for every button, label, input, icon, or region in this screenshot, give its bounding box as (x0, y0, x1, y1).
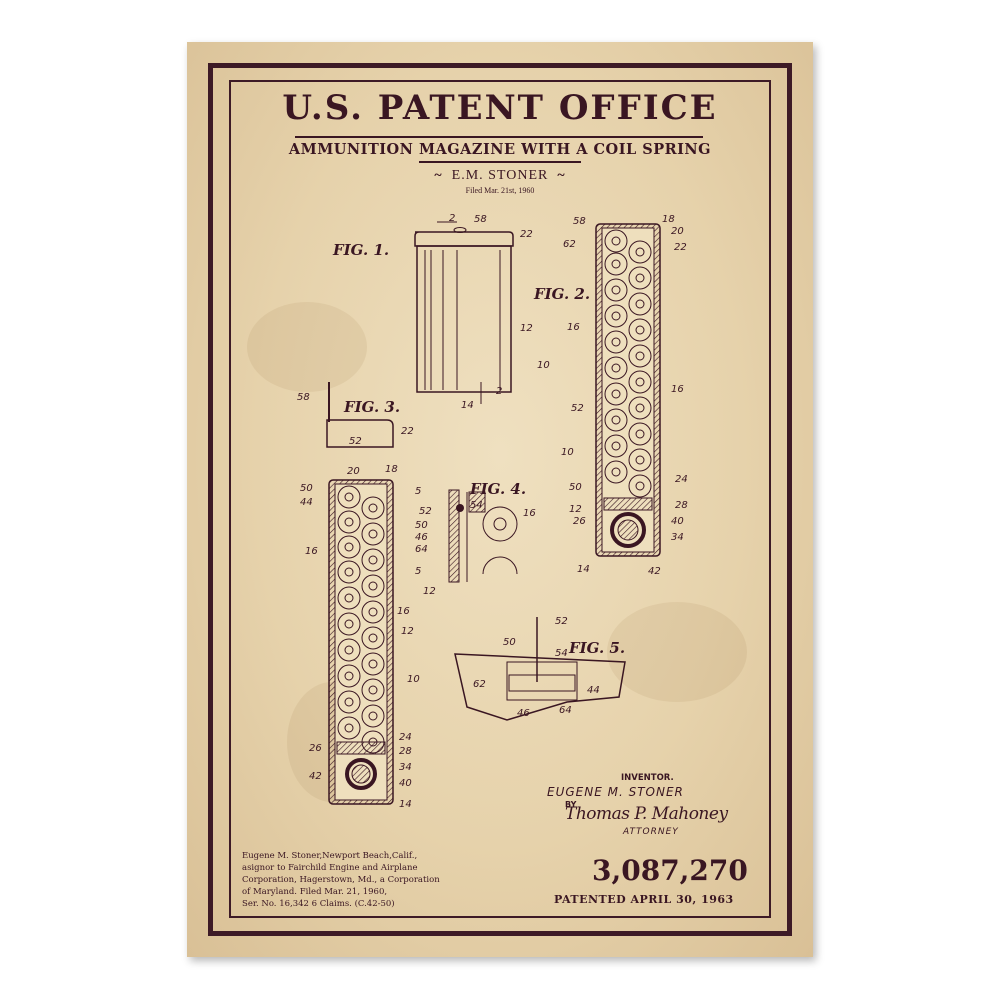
svg-text:34: 34 (399, 762, 412, 773)
attorney-signature: Thomas P. Mahoney (565, 804, 728, 824)
svg-text:10: 10 (537, 360, 550, 371)
svg-text:44: 44 (587, 685, 600, 696)
svg-text:52: 52 (349, 436, 362, 447)
ornament-right-icon: ~ (557, 168, 566, 183)
description-line: Ser. No. 16,342 6 Claims. (C.42-50) (242, 899, 395, 909)
title-divider (295, 136, 703, 138)
svg-text:58: 58 (474, 214, 487, 225)
svg-text:16: 16 (671, 384, 684, 395)
svg-text:46: 46 (517, 708, 530, 719)
patent-description: Eugene M. Stoner,Newport Beach,Calif., a… (242, 850, 502, 910)
svg-text:12: 12 (423, 586, 436, 597)
svg-text:50: 50 (300, 483, 313, 494)
svg-text:12: 12 (569, 504, 582, 515)
svg-text:22: 22 (674, 242, 687, 253)
inventor-name: EUGENE M. STONER (547, 785, 684, 799)
svg-text:42: 42 (648, 566, 661, 577)
svg-text:14: 14 (577, 564, 590, 575)
svg-text:18: 18 (385, 464, 398, 475)
patent-poster: U.S. PATENT OFFICE AMMUNITION MAGAZINE W… (187, 42, 813, 957)
svg-text:58: 58 (297, 392, 310, 403)
svg-text:58: 58 (573, 216, 586, 227)
svg-text:50: 50 (503, 637, 516, 648)
svg-text:28: 28 (399, 746, 412, 757)
svg-text:2: 2 (496, 386, 502, 397)
svg-text:54: 54 (470, 500, 483, 511)
svg-text:14: 14 (461, 400, 474, 411)
svg-text:62: 62 (473, 679, 486, 690)
svg-text:FIG. 5.: FIG. 5. (568, 639, 625, 657)
svg-text:64: 64 (559, 705, 572, 716)
svg-text:28: 28 (675, 500, 688, 511)
svg-text:2: 2 (449, 213, 455, 224)
outer-border (208, 63, 792, 936)
filed-date: Filed Mar. 21st, 1960 (465, 186, 535, 195)
svg-text:16: 16 (567, 322, 580, 333)
svg-text:54: 54 (555, 648, 568, 659)
svg-text:18: 18 (662, 214, 675, 225)
svg-text:12: 12 (520, 323, 533, 334)
svg-text:44: 44 (300, 497, 313, 508)
svg-text:62: 62 (563, 239, 576, 250)
figure-5: FIG. 5. 52 50 54 62 44 46 64 (454, 616, 626, 721)
svg-text:34: 34 (671, 532, 684, 543)
svg-text:52: 52 (555, 616, 568, 627)
description-line: Corporation, Hagerstown, Md., a Corporat… (242, 875, 440, 885)
svg-text:16: 16 (523, 508, 536, 519)
figure-1: FIG. 1. 2 58 22 12 10 14 2 (332, 213, 550, 411)
paper-stain (247, 302, 367, 392)
svg-text:26: 26 (573, 516, 586, 527)
svg-text:20: 20 (671, 226, 684, 237)
svg-text:50: 50 (415, 520, 428, 531)
page-title: U.S. PATENT OFFICE (282, 88, 718, 128)
patent-drawings: FIG. 1. 2 58 22 12 10 14 2 FIG. 2. (297, 213, 688, 810)
paper-stain (607, 602, 747, 702)
svg-text:64: 64 (415, 544, 428, 555)
svg-text:46: 46 (415, 532, 428, 543)
svg-text:24: 24 (399, 732, 412, 743)
svg-text:FIG. 3.: FIG. 3. (343, 398, 400, 416)
svg-text:FIG. 1.: FIG. 1. (332, 241, 389, 259)
description-line: Eugene M. Stoner,Newport Beach,Calif., (242, 851, 418, 861)
subtitle-divider (419, 161, 581, 163)
author-line: ~ E.M. STONER ~ (187, 168, 813, 184)
patent-subtitle: AMMUNITION MAGAZINE WITH A COIL SPRING (288, 141, 712, 158)
svg-text:40: 40 (671, 516, 684, 527)
svg-text:22: 22 (520, 229, 533, 240)
svg-text:10: 10 (561, 447, 574, 458)
svg-text:20: 20 (347, 466, 360, 477)
svg-text:26: 26 (309, 743, 322, 754)
svg-text:40: 40 (399, 778, 412, 789)
description-line: of Maryland. Filed Mar. 21, 1960, (242, 887, 388, 897)
ornament-left-icon: ~ (434, 168, 443, 183)
svg-text:5: 5 (415, 486, 421, 497)
patent-number: 3,087,270 (592, 854, 748, 887)
svg-text:42: 42 (309, 771, 322, 782)
inner-border (229, 80, 771, 918)
svg-text:52: 52 (571, 403, 584, 414)
attorney-label: ATTORNEY (623, 827, 679, 837)
inventor-title: INVENTOR. (621, 773, 674, 783)
svg-text:50: 50 (569, 482, 582, 493)
svg-text:12: 12 (401, 626, 414, 637)
svg-text:FIG. 2.: FIG. 2. (533, 285, 590, 303)
description-line: asignor to Fairchild Engine and Airplane (242, 863, 418, 873)
svg-text:14: 14 (399, 799, 412, 810)
svg-text:52: 52 (419, 506, 432, 517)
figure-2: FIG. 2. 58 18 20 62 22 16 16 52 10 50 24 12 28… (533, 214, 688, 577)
svg-text:24: 24 (675, 474, 688, 485)
svg-text:16: 16 (305, 546, 318, 557)
svg-text:16: 16 (397, 606, 410, 617)
patented-date: PATENTED APRIL 30, 1963 (554, 893, 734, 906)
svg-text:10: 10 (407, 674, 420, 685)
by-label: BY (565, 800, 577, 809)
svg-text:5: 5 (415, 566, 421, 577)
svg-text:22: 22 (401, 426, 414, 437)
author-name: E.M. STONER (451, 168, 549, 183)
